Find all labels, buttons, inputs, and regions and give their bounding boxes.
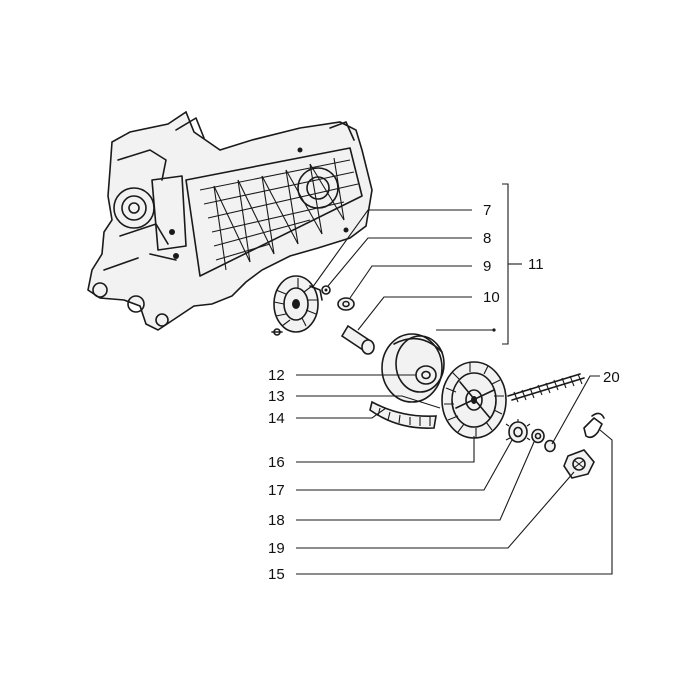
callout-labels: 7 8 9 10 11 12 13 14 16 17 18 19 15 20 xyxy=(268,202,620,583)
callout-17: 17 xyxy=(268,482,285,499)
part-14-belt xyxy=(369,400,437,429)
callout-13: 13 xyxy=(268,388,285,405)
callout-11: 11 xyxy=(528,256,544,273)
part-12-washer xyxy=(415,365,437,385)
part-7-drive-pulley-fan xyxy=(273,275,323,333)
part-8-nut xyxy=(321,285,331,295)
part-9-bushing xyxy=(337,297,355,311)
callout-12: 12 xyxy=(268,367,285,384)
callout-14: 14 xyxy=(268,410,285,427)
callout-9: 9 xyxy=(483,258,491,275)
part-10-sleeve xyxy=(340,324,375,355)
callout-18: 18 xyxy=(268,512,285,529)
callout-10: 10 xyxy=(483,289,500,306)
spring xyxy=(507,373,585,403)
part-16-clutch-assembly xyxy=(441,361,507,439)
part-15-clip xyxy=(583,412,605,439)
callout-19: 19 xyxy=(268,540,285,557)
part-19-nut xyxy=(563,449,595,479)
leader-lines xyxy=(296,183,613,575)
crankcase-housing xyxy=(87,110,373,331)
callout-8: 8 xyxy=(483,230,491,247)
callout-20: 20 xyxy=(603,369,620,386)
part-11-pulley-half xyxy=(381,333,445,403)
callout-15: 15 xyxy=(268,566,285,583)
screw xyxy=(271,328,283,336)
part-17-gear xyxy=(505,419,531,443)
callout-7: 7 xyxy=(483,202,491,219)
callout-16: 16 xyxy=(268,454,285,471)
part-18-washer xyxy=(531,428,545,444)
